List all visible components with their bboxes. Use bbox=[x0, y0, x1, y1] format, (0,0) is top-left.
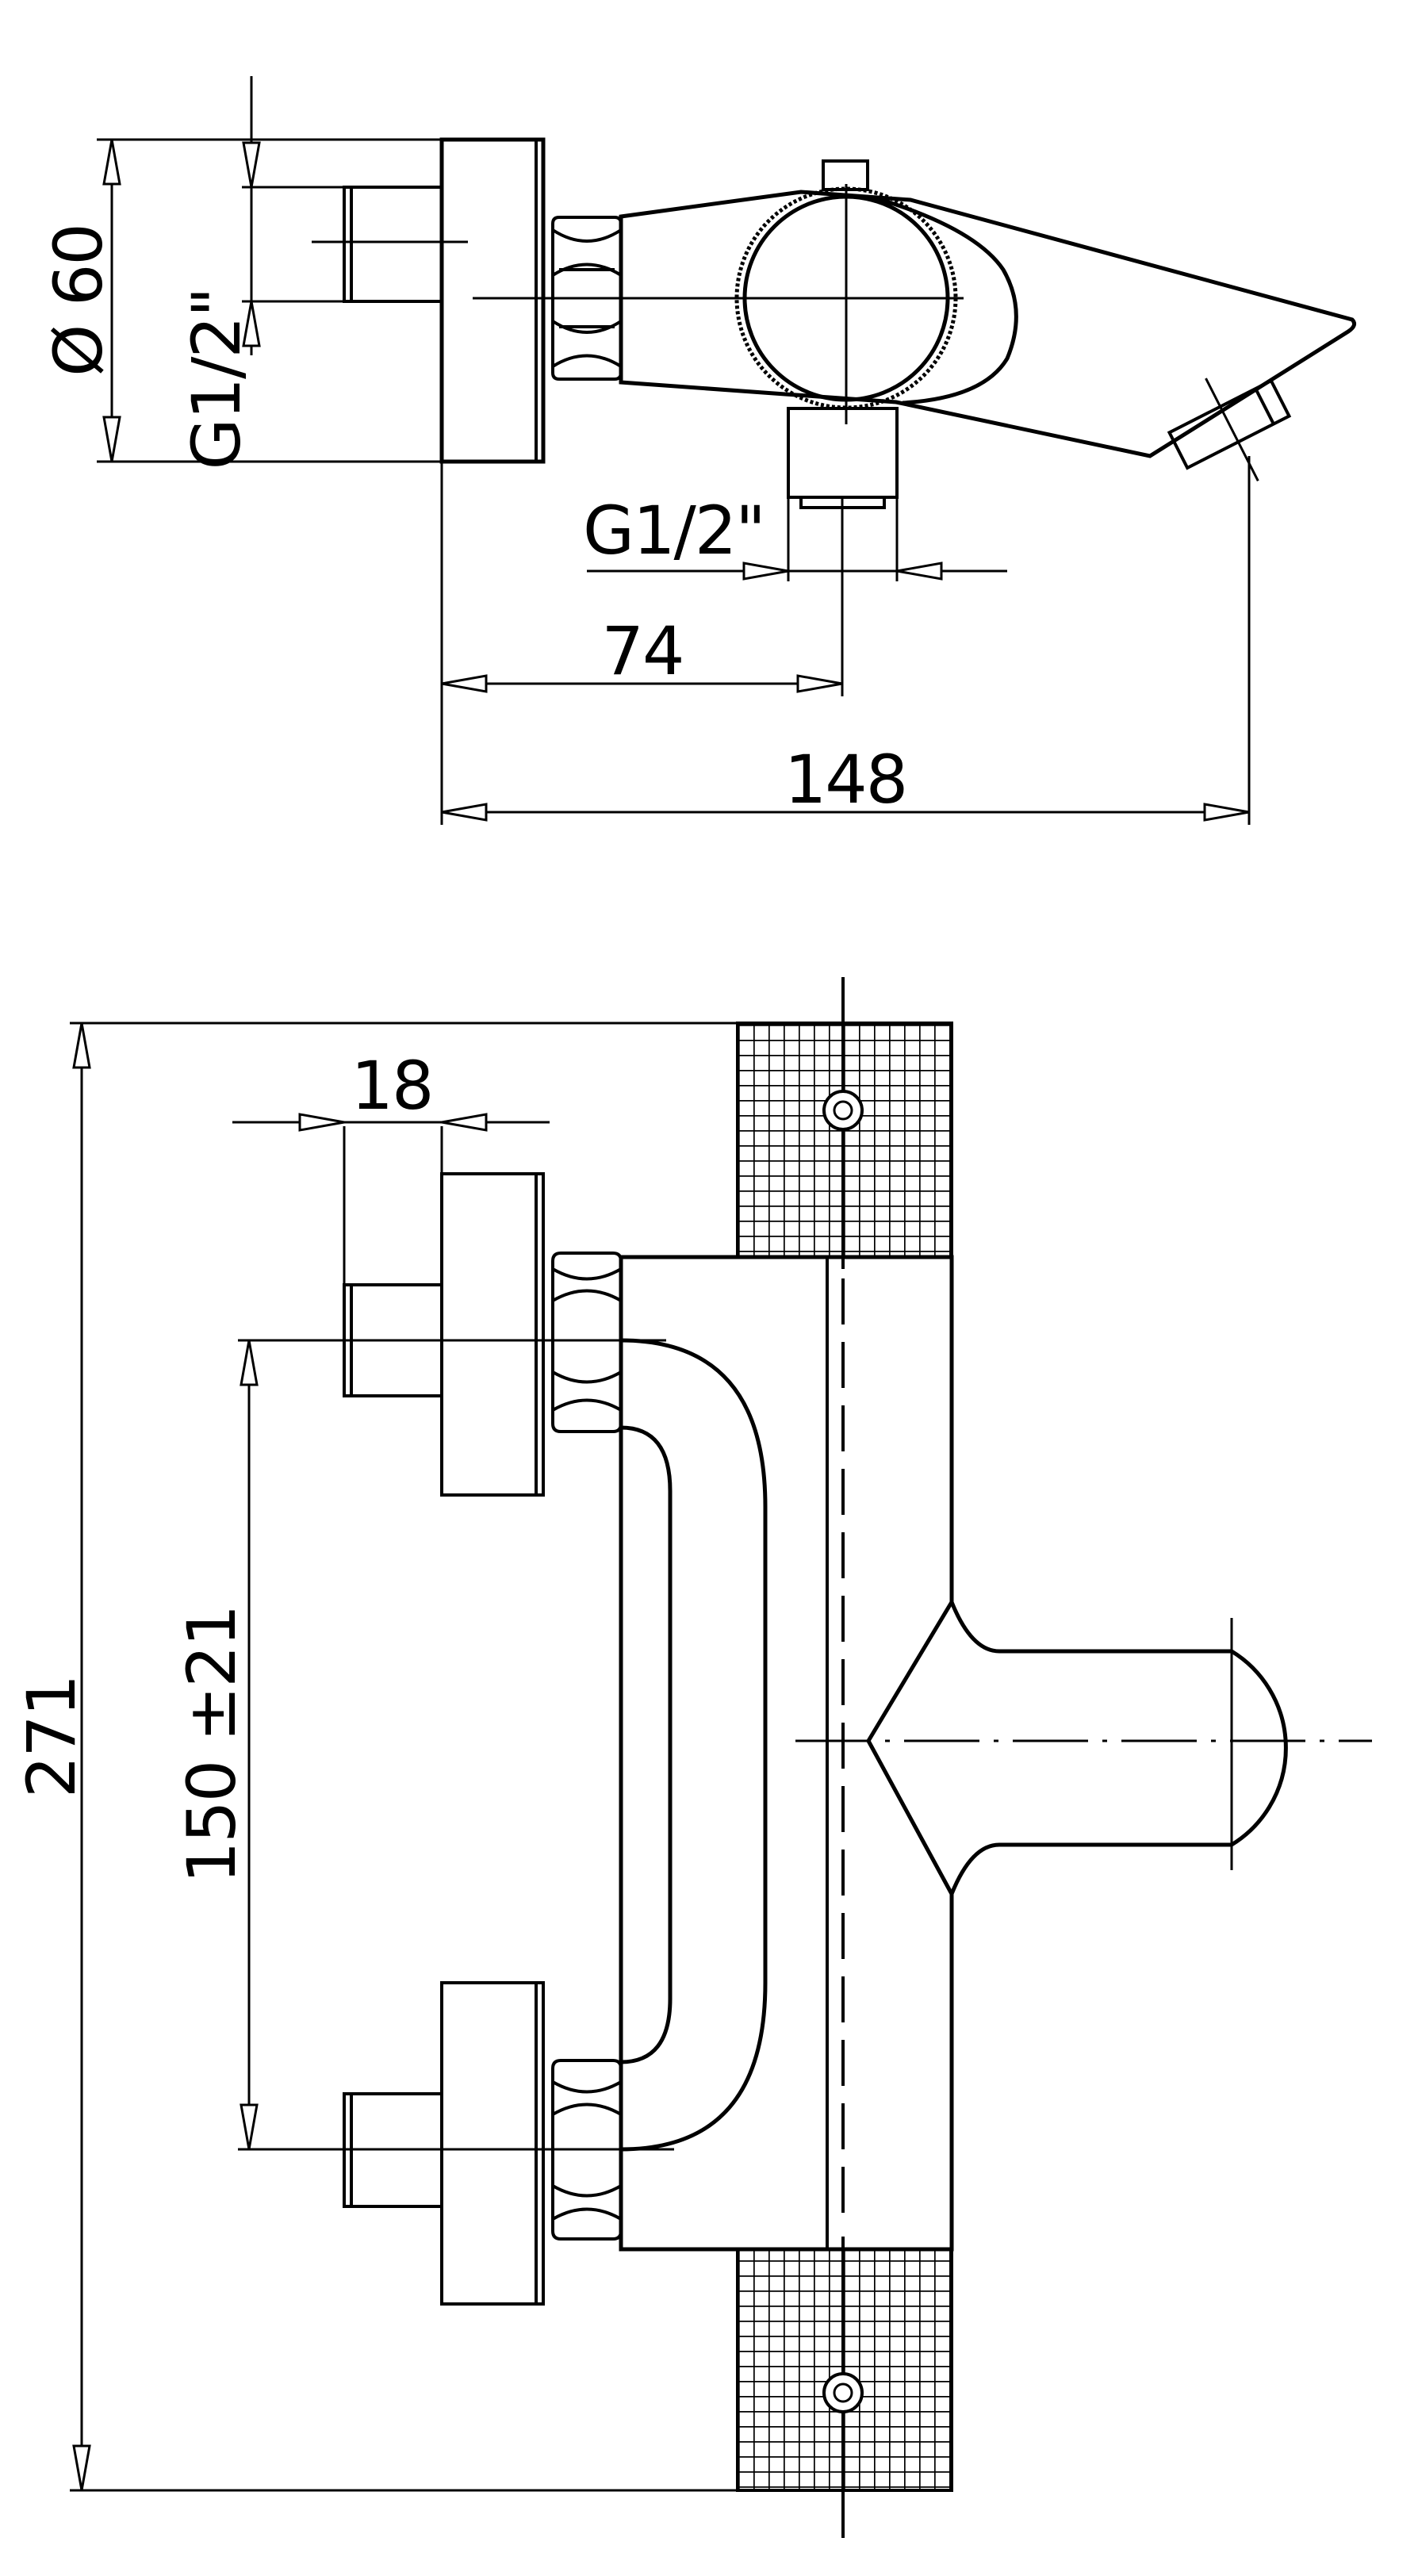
aerator bbox=[1167, 378, 1292, 481]
top-view: Ø 60 G1/2" G1/2" 74 bbox=[40, 76, 1357, 825]
dimension-18: 18 bbox=[232, 1047, 550, 1285]
spout-curve bbox=[876, 196, 1018, 405]
mixer-body-front bbox=[619, 1255, 1288, 2252]
dimension-271: 271 bbox=[13, 1022, 738, 2492]
label-inlet-thread: G1/2" bbox=[178, 289, 255, 470]
dimension-150: 150 ±21 bbox=[173, 1340, 259, 2150]
knurled-handle-bottom bbox=[736, 2237, 953, 2538]
upper-connection bbox=[238, 1172, 666, 1497]
label-150-pm-21: 150 ±21 bbox=[173, 1606, 251, 1884]
crossover-pipe-inner bbox=[620, 1425, 673, 2064]
dimension-diameter: Ø 60 bbox=[40, 138, 442, 463]
dimension-inlet-thread: G1/2" bbox=[178, 76, 344, 470]
wall-flange bbox=[439, 137, 546, 464]
label-148: 148 bbox=[784, 741, 906, 818]
label-271: 271 bbox=[13, 1676, 90, 1798]
lower-connection bbox=[238, 1981, 674, 2306]
front-view: 271 bbox=[13, 977, 1372, 2538]
label-18: 18 bbox=[351, 1047, 433, 1125]
dimension-74: 74 bbox=[440, 462, 844, 825]
spout-chevron bbox=[866, 1600, 954, 1896]
label-outlet-thread: G1/2" bbox=[583, 492, 765, 569]
crossover-pipe-outer bbox=[620, 1338, 768, 2152]
dimension-outlet-thread: G1/2" bbox=[583, 492, 1007, 581]
label-diameter-60: Ø 60 bbox=[40, 224, 117, 377]
label-74: 74 bbox=[602, 612, 684, 690]
mixer-body-outline bbox=[619, 190, 1357, 458]
knurled-handle-top bbox=[736, 977, 953, 1269]
inlet-stub bbox=[343, 186, 442, 303]
dimension-148: 148 bbox=[441, 456, 1251, 825]
outlet-stub bbox=[787, 407, 899, 509]
